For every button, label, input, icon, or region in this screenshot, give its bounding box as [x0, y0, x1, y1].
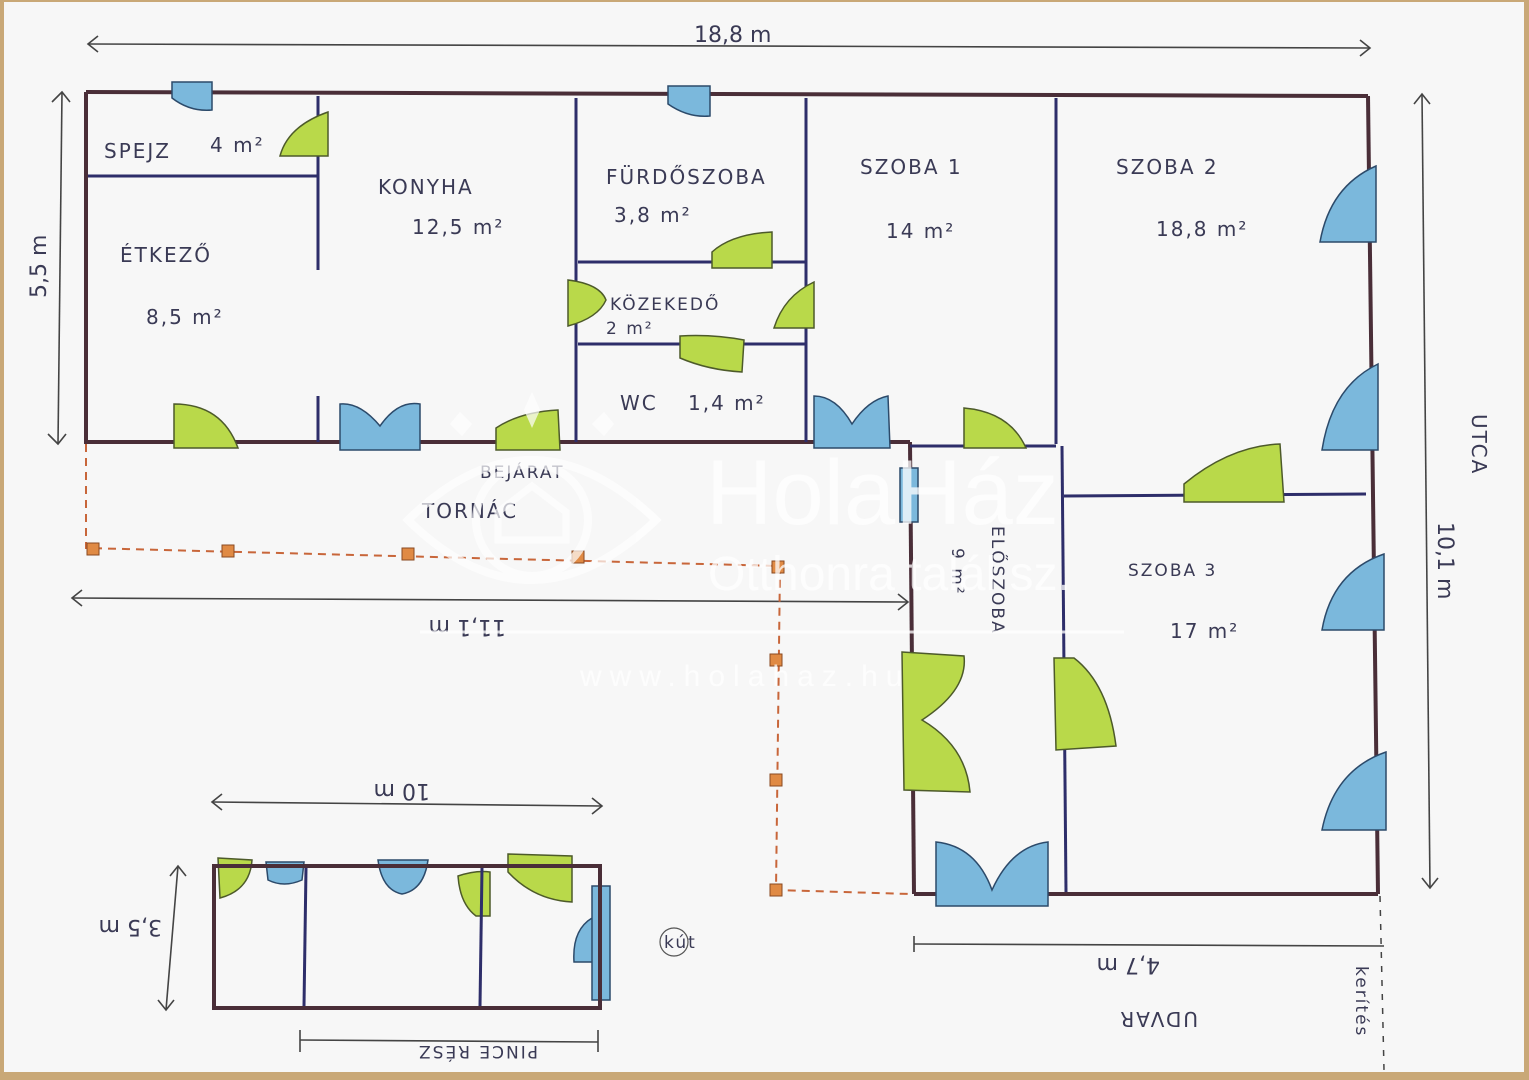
- cellar-walls: [212, 864, 602, 1010]
- watermark-logo-icon: [402, 392, 662, 584]
- fence-line: [1379, 895, 1385, 1071]
- label-udvar: UDVAR: [1118, 1007, 1198, 1031]
- room-label-spejz: SPEJZ: [104, 139, 171, 163]
- door-icon: [772, 280, 815, 329]
- dim-bottom: 4,7 m: [1097, 952, 1160, 977]
- porch-post: [86, 542, 100, 556]
- room-label-szoba1: SZOBA 1: [860, 155, 963, 179]
- windows: [171, 81, 1387, 1001]
- window-icon: [377, 859, 429, 895]
- window-icon: [1319, 164, 1377, 243]
- door-icon: [1053, 657, 1117, 751]
- door-icon: [279, 110, 329, 157]
- porch-post: [769, 883, 783, 897]
- window-icon: [935, 841, 1049, 907]
- room-label-eloszoba: ELŐSZOBA: [987, 526, 1009, 635]
- porch-post: [771, 560, 785, 574]
- room-labels: SPEJZ 4 m² KONYHA 12,5 m² ÉTKEZŐ 8,5 m² …: [104, 133, 1248, 643]
- room-label-szoba3: SZOBA 3: [1128, 561, 1217, 581]
- door-icon: [901, 651, 971, 793]
- door-icon: [567, 279, 607, 327]
- site-labels: UTCA UDVAR PINCE RÉSZ kerítés kút: [417, 414, 1491, 1063]
- window-icon: [899, 467, 919, 523]
- porch-post: [401, 547, 415, 561]
- dimension-labels: 18,8 m 5,5 m 10,1 m 11,1 m 4,7 m 10 m 3,…: [27, 23, 1457, 977]
- dim-porch: 11,1 m: [429, 614, 506, 639]
- porch-post: [221, 544, 235, 558]
- watermark-brand: HolaHáz: [706, 442, 1059, 544]
- window-icon: [813, 395, 891, 449]
- room-area-konyha: 12,5 m²: [412, 215, 504, 239]
- room-area-szoba2: 18,8 m²: [1156, 217, 1248, 241]
- well-icon: [659, 927, 689, 957]
- room-area-wc: 1,4 m²: [688, 391, 766, 415]
- window-icon: [339, 402, 421, 451]
- dim-right: 10,1 m: [1432, 522, 1457, 599]
- porch-post: [769, 773, 783, 787]
- label-kerites: kerítés: [1351, 966, 1371, 1037]
- room-area-eloszoba: 9 m²: [947, 548, 967, 596]
- room-label-szoba2: SZOBA 2: [1116, 155, 1219, 179]
- label-pince: PINCE RÉSZ: [417, 1041, 538, 1063]
- room-area-szoba1: 14 m²: [886, 219, 955, 243]
- room-area-etkezo: 8,5 m²: [146, 305, 224, 329]
- dim-cellar-width: 10 m: [374, 778, 430, 803]
- dimension-arrows: [47, 35, 1439, 1052]
- door-icon: [1183, 443, 1285, 503]
- dim-cellar-height: 3,5 m: [99, 914, 162, 939]
- room-area-spejz: 4 m²: [210, 133, 265, 157]
- door-icon: [173, 403, 240, 449]
- room-label-etkezo: ÉTKEZŐ: [120, 243, 212, 267]
- window-icon: [1321, 362, 1379, 451]
- dim-top: 18,8 m: [694, 23, 771, 48]
- room-area-szoba3: 17 m²: [1170, 619, 1239, 643]
- watermark-tagline: Otthonra talál sz.: [708, 548, 1071, 601]
- watermark: HolaHáz Otthonra talál sz. www.holahaz.h…: [402, 392, 1124, 693]
- window-icon: [171, 81, 213, 111]
- porch-outline: [85, 444, 911, 897]
- door-icon: [711, 231, 773, 269]
- porch-post: [769, 653, 783, 667]
- door-icon: [963, 407, 1028, 449]
- window-icon: [1321, 552, 1385, 631]
- door-icon: [679, 334, 745, 373]
- room-label-konyha: KONYHA: [378, 175, 474, 199]
- room-label-wc: WC: [620, 391, 658, 415]
- label-kut: kút: [664, 933, 697, 953]
- window-icon: [1321, 750, 1387, 831]
- room-label-furdoszoba: FÜRDŐSZOBA: [606, 165, 767, 189]
- room-area-kozlekedo: 2 m²: [606, 319, 654, 339]
- room-label-kozlekedo: KÖZEKEDŐ: [610, 293, 720, 315]
- window-icon: [667, 85, 711, 117]
- watermark-url: www.holahaz.hu: [579, 660, 910, 693]
- label-utca: UTCA: [1467, 414, 1491, 475]
- room-area-furdoszoba: 3,8 m²: [614, 203, 692, 227]
- dim-left: 5,5 m: [27, 235, 52, 298]
